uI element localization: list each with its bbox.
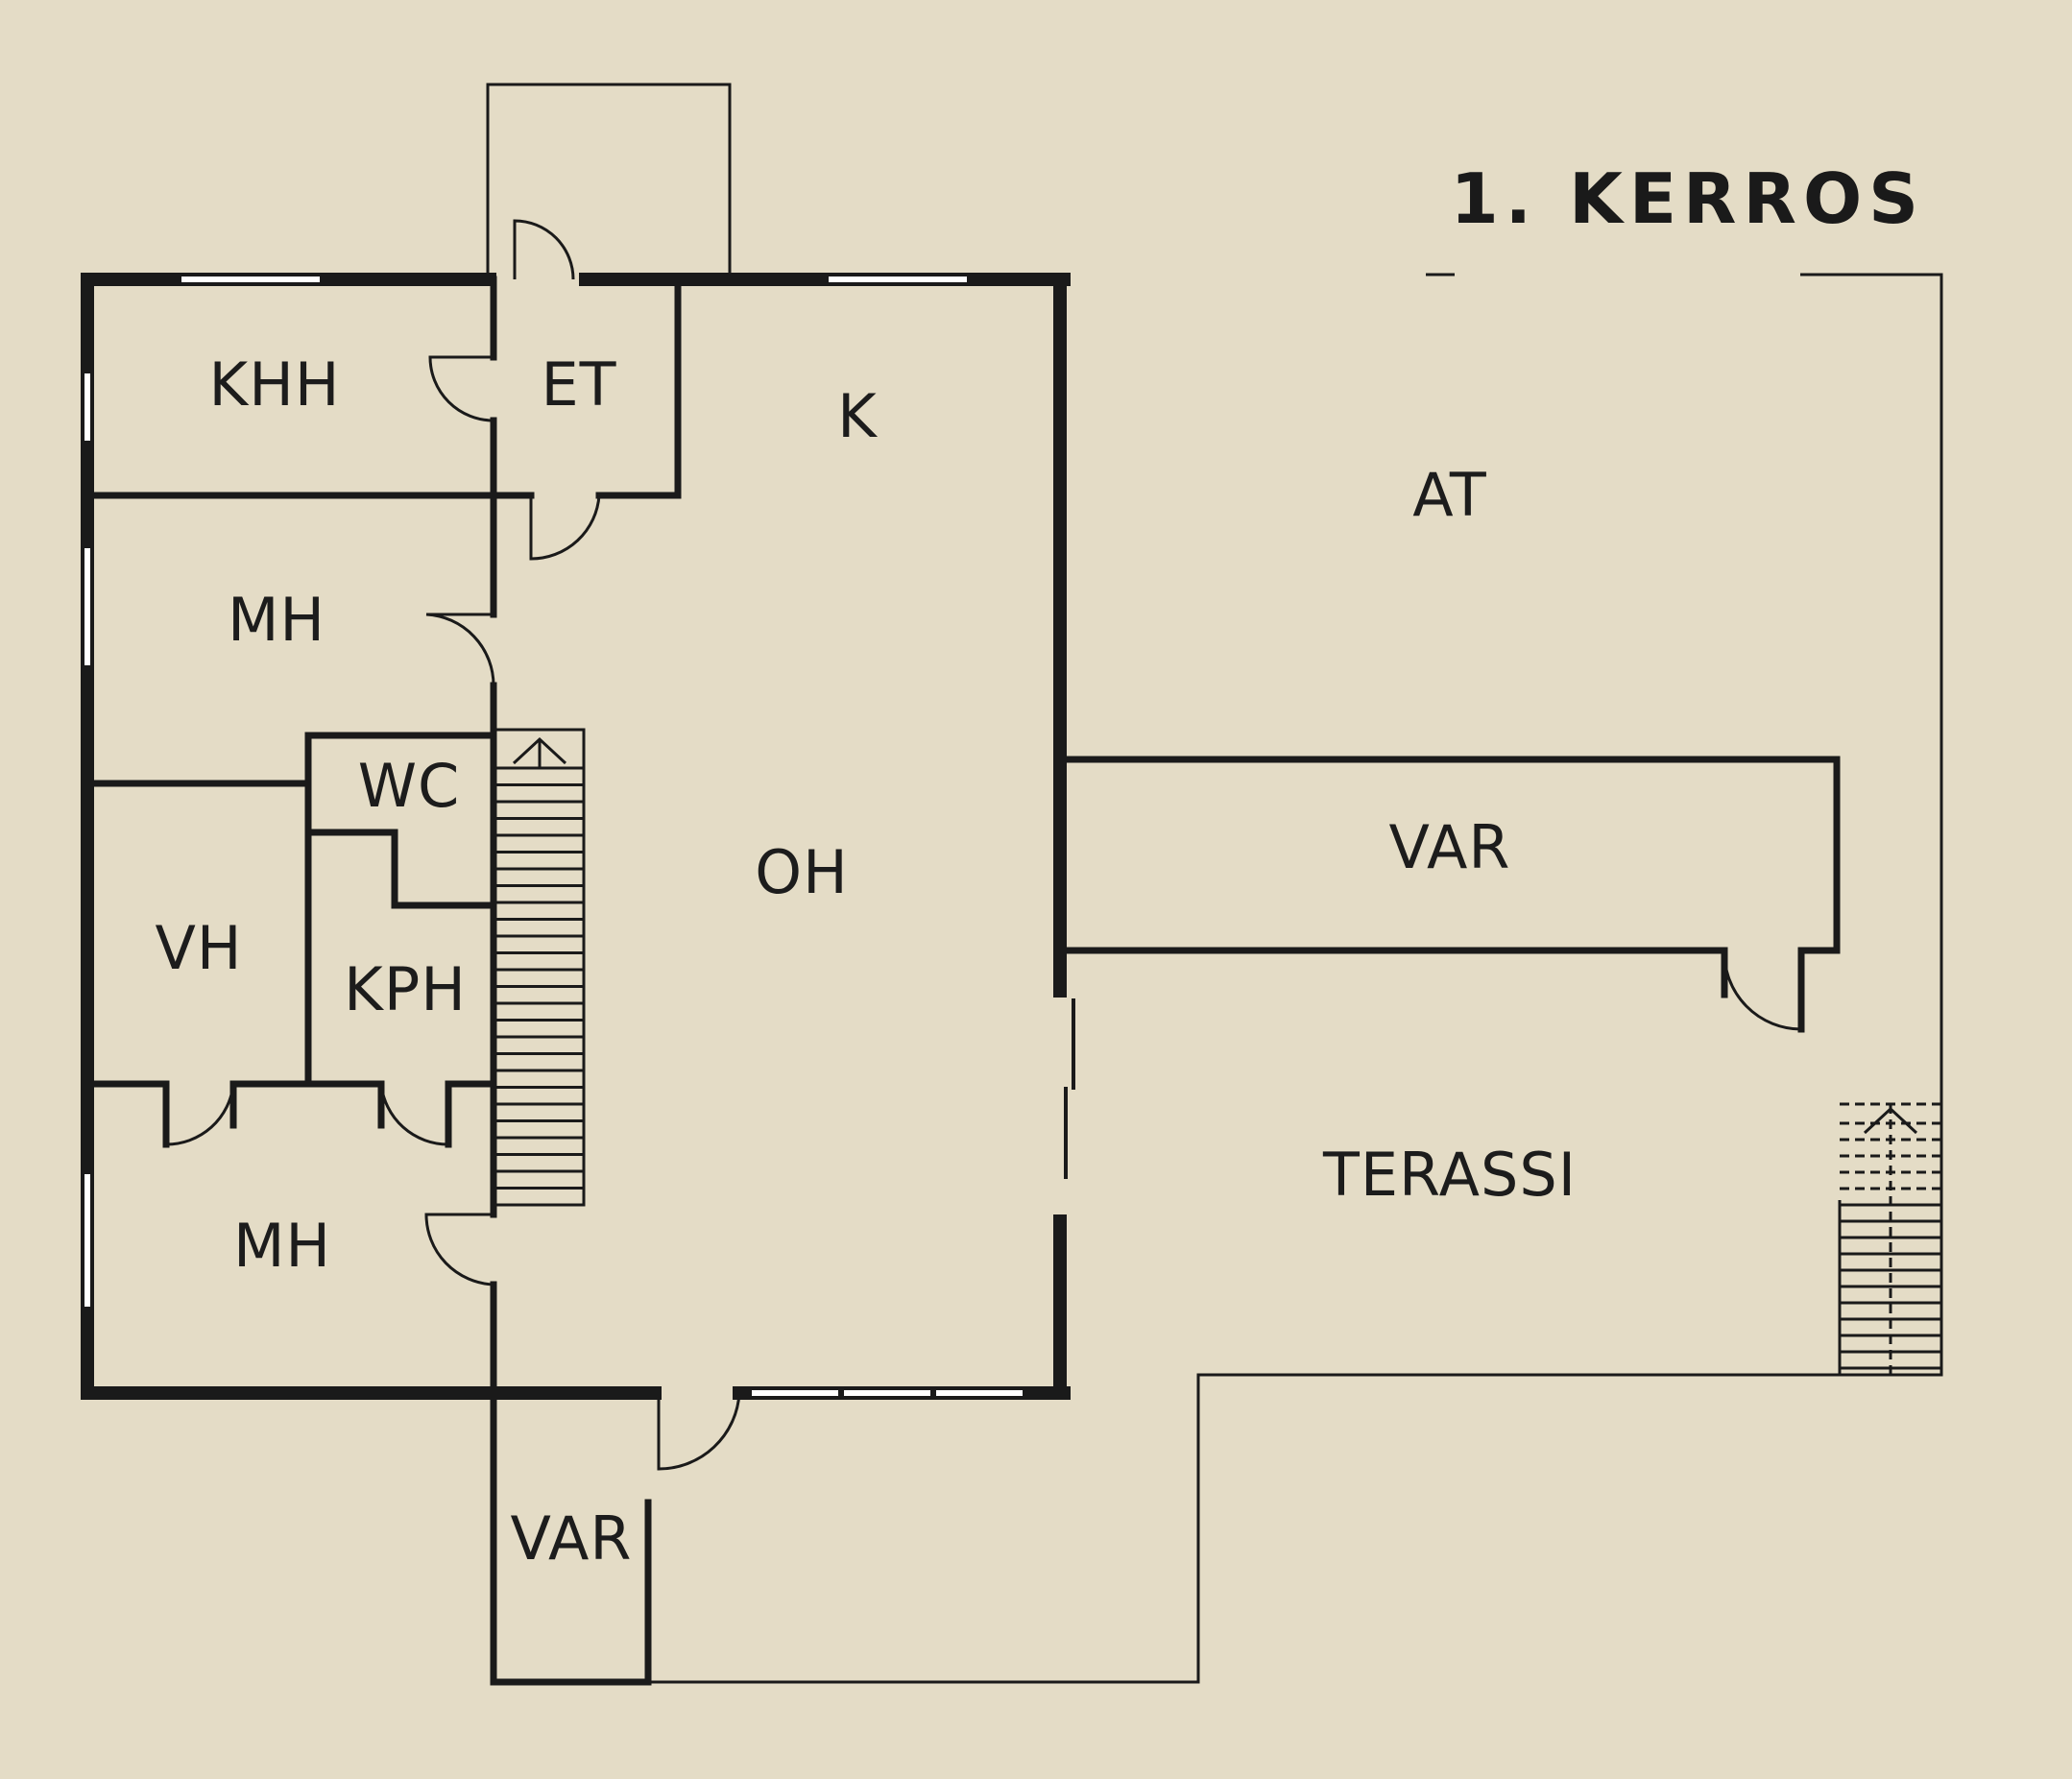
interior-walls [87, 276, 1841, 1686]
room-label-mh-upper: MH [228, 585, 325, 655]
entry-canopy [486, 83, 732, 276]
thin-outlines [486, 83, 1943, 1684]
door-swing [428, 355, 494, 422]
floor-title: 1. KERROS [1451, 158, 1925, 239]
room-label-mh-lower: MH [233, 1211, 331, 1281]
room-label-k: K [837, 381, 878, 451]
room-label-vh: VH [155, 913, 242, 983]
door-swing [513, 219, 575, 280]
window [83, 372, 92, 443]
door-swing [425, 613, 495, 686]
room-label-oh: OH [755, 837, 848, 907]
room-label-wc: WC [358, 751, 461, 821]
stair-outline [494, 728, 586, 1207]
staircase-interior [494, 728, 586, 1207]
room-label-var-right: VAR [1389, 812, 1511, 882]
door-swing [379, 1083, 449, 1146]
window [83, 546, 92, 667]
staircase-terrace [1838, 1102, 1941, 1375]
door-swing [529, 494, 601, 561]
room-label-kph: KPH [344, 954, 467, 1024]
room-label-var-bottom: VAR [511, 1503, 633, 1574]
room-label-at: AT [1412, 460, 1487, 530]
window [180, 275, 322, 284]
stair-arrow-icon [512, 736, 567, 768]
window [934, 1388, 1024, 1398]
room-labels: KHH ET K AT MH WC OH VAR VH KPH TERASSI … [155, 349, 1577, 1574]
window [83, 1172, 92, 1309]
door-swing [424, 1213, 494, 1286]
room-label-khh: KHH [209, 349, 341, 420]
window [827, 275, 969, 284]
doors [165, 219, 1802, 1471]
door-swing [1723, 950, 1802, 1031]
stair-outline [1840, 1102, 1941, 1375]
window [842, 1388, 932, 1398]
room-label-terassi: TERASSI [1322, 1140, 1577, 1210]
window [750, 1388, 840, 1398]
stair-arrow-icon [1863, 1106, 1918, 1135]
terrace-outline [648, 273, 1943, 1684]
door-swing [657, 1392, 741, 1471]
windows [83, 275, 1024, 1398]
door-swing [165, 1083, 235, 1146]
room-label-et: ET [541, 349, 616, 420]
